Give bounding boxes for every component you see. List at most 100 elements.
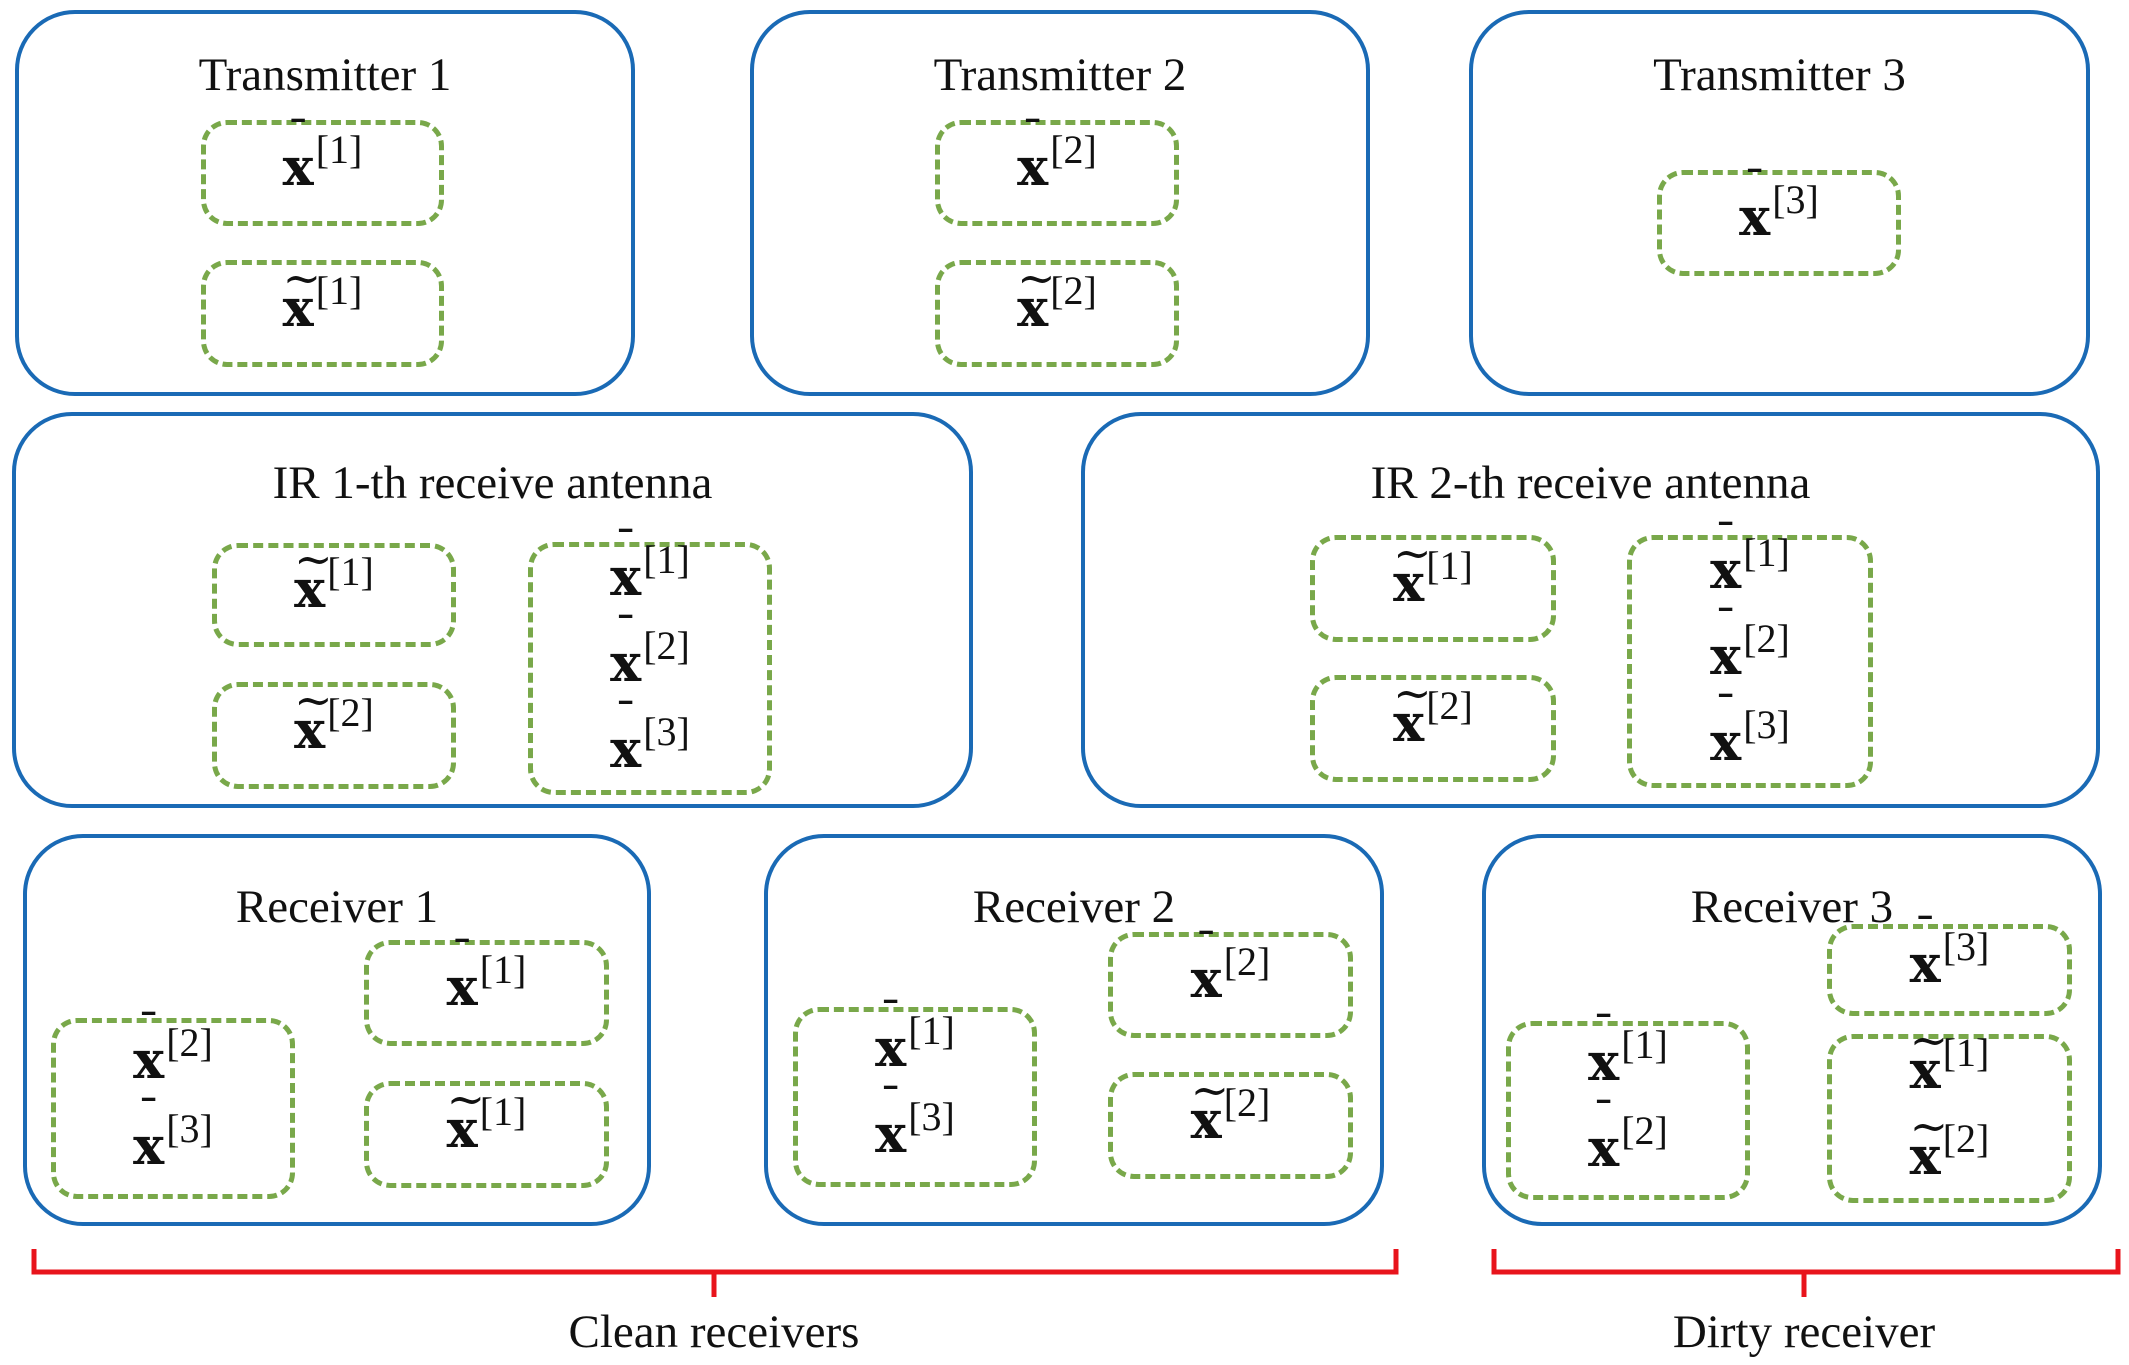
signal-group: ¯x[2]¯x[3]: [51, 1007, 295, 1199]
symbol-index: [1]: [1942, 1029, 1990, 1075]
signal-group: ~x[1]~x[2]: [1827, 1017, 2072, 1205]
signal-group: ¯x[3]: [1827, 911, 2072, 1016]
x-bar-symbol: ¯x[2]: [1588, 1095, 1668, 1197]
symbol-accent: ¯: [286, 110, 310, 164]
symbol-letter: x: [1588, 1031, 1620, 1093]
symbol-index: [1]: [1426, 542, 1473, 588]
symbol-letter: x: [1739, 187, 1771, 248]
symbol-base: ¯x: [610, 524, 641, 604]
symbol-accent: ~: [1393, 665, 1432, 720]
symbol-base: ¯x: [1588, 1095, 1619, 1175]
signal-group: ~x[1]: [1310, 530, 1556, 642]
symbol-letter: x: [1017, 277, 1049, 339]
symbol-base: ~x: [1393, 670, 1432, 750]
symbol-index: [1]: [479, 947, 527, 992]
symbol-index: [1]: [315, 267, 363, 313]
signal-group: ~x[2]: [935, 255, 1179, 367]
symbol-accent: ~: [1190, 1062, 1230, 1117]
symbol-letter: x: [446, 1098, 478, 1160]
symbol-index: [2]: [1743, 615, 1790, 661]
signal-group: ~x[1]: [201, 255, 444, 367]
symbol-index: [2]: [1426, 682, 1473, 728]
x-tilde-symbol: ~x[2]: [1393, 670, 1473, 772]
symbol-accent: ¯: [879, 991, 903, 1045]
symbol-base: ~x: [1393, 530, 1432, 610]
symbol-letter: x: [133, 1029, 165, 1091]
symbol-index: [1]: [327, 549, 374, 594]
x-tilde-symbol: ~x[2]: [294, 677, 374, 779]
symbol-index: [3]: [1942, 924, 1990, 969]
symbol-base: ¯x: [1588, 1009, 1619, 1089]
symbol-letter: x: [1393, 552, 1425, 614]
symbol-index: [1]: [479, 1088, 527, 1134]
symbol-base: ¯x: [1710, 603, 1741, 683]
panel-title: Receiver 2: [972, 881, 1176, 933]
symbol-letter: x: [1710, 711, 1742, 773]
x-tilde-symbol: ~x[2]: [1017, 255, 1097, 357]
symbol-accent: ¯: [614, 691, 638, 746]
symbol-letter: x: [1190, 949, 1222, 1010]
symbol-base: ~x: [1017, 255, 1056, 335]
symbol-accent: ¯: [137, 1088, 161, 1143]
signal-group: ~x[1]: [212, 536, 456, 647]
x-bar-symbol: ¯x[1]: [1710, 517, 1790, 619]
symbol-letter: x: [610, 632, 642, 694]
symbol-accent: ¯: [614, 605, 638, 660]
symbol-index: [3]: [908, 1094, 955, 1139]
panel-title: Transmitter 1: [198, 49, 452, 101]
panel-title: Transmitter 3: [1653, 49, 1906, 101]
symbol-base: ¯x: [610, 696, 641, 776]
symbol-index: [1]: [1621, 1021, 1668, 1067]
symbol-base: ~x: [283, 255, 322, 335]
x-bar-symbol: ¯x[3]: [610, 696, 690, 798]
symbol-accent: ~: [446, 1071, 486, 1126]
symbol-accent: ¯: [1714, 512, 1738, 567]
symbol-base: ¯x: [1710, 689, 1741, 769]
symbol-base: ~x: [294, 677, 333, 757]
symbol-base: ~x: [1910, 1017, 1949, 1097]
symbol-base: ¯x: [447, 934, 478, 1014]
signal-group: ¯x[3]: [1657, 164, 1901, 276]
symbol-accent: ~: [1909, 1098, 1949, 1153]
x-bar-symbol: ¯x[2]: [610, 610, 690, 712]
x-tilde-symbol: ~x[1]: [447, 1076, 527, 1178]
symbol-base: ¯x: [610, 610, 641, 690]
x-bar-symbol: ¯x[1]: [875, 995, 955, 1097]
symbol-index: [1]: [908, 1008, 955, 1053]
symbol-accent: ¯: [1743, 160, 1767, 214]
symbol-letter: x: [446, 957, 478, 1018]
symbol-index: [3]: [1743, 701, 1790, 747]
x-bar-symbol: ¯x[1]: [283, 114, 363, 216]
x-bar-symbol: ¯x[2]: [1190, 926, 1271, 1028]
x-bar-symbol: ¯x[1]: [1588, 1009, 1668, 1111]
symbol-index: [1]: [643, 536, 690, 582]
signal-group: ¯x[1]¯x[3]: [793, 995, 1037, 1187]
panel-ir-2-th-receive-antenna: [1081, 412, 2100, 808]
symbol-letter: x: [1190, 1089, 1222, 1151]
x-bar-symbol: ¯x[2]: [133, 1007, 213, 1109]
symbol-accent: ¯: [1714, 684, 1738, 739]
symbol-letter: x: [1710, 539, 1742, 601]
symbol-accent: ~: [1393, 525, 1432, 580]
symbol-accent: ¯: [1592, 1004, 1616, 1059]
x-tilde-symbol: ~x[1]: [1910, 1017, 1990, 1119]
symbol-base: ~x: [447, 1076, 486, 1156]
symbol-base: ¯x: [283, 114, 314, 194]
symbol-letter: x: [1393, 692, 1425, 754]
x-tilde-symbol: ~x[2]: [1910, 1103, 1990, 1205]
signal-group: ¯x[1]: [364, 934, 609, 1046]
symbol-letter: x: [1909, 934, 1941, 995]
panel-receiver-2: [764, 834, 1384, 1226]
symbol-index: [1]: [315, 127, 363, 172]
symbol-letter: x: [294, 559, 326, 620]
panel-receiver-3: [1482, 834, 2102, 1226]
x-bar-symbol: ¯x[3]: [875, 1081, 955, 1183]
x-bar-symbol: ¯x[1]: [610, 524, 690, 626]
symbol-base: ¯x: [875, 1081, 906, 1161]
symbol-accent: ¯: [137, 1002, 161, 1057]
symbol-index: [2]: [327, 689, 374, 735]
symbol-index: [2]: [643, 622, 690, 668]
panel-transmitter-1: [15, 10, 635, 396]
symbol-index: [2]: [1050, 127, 1097, 172]
symbol-index: [3]: [166, 1105, 213, 1151]
